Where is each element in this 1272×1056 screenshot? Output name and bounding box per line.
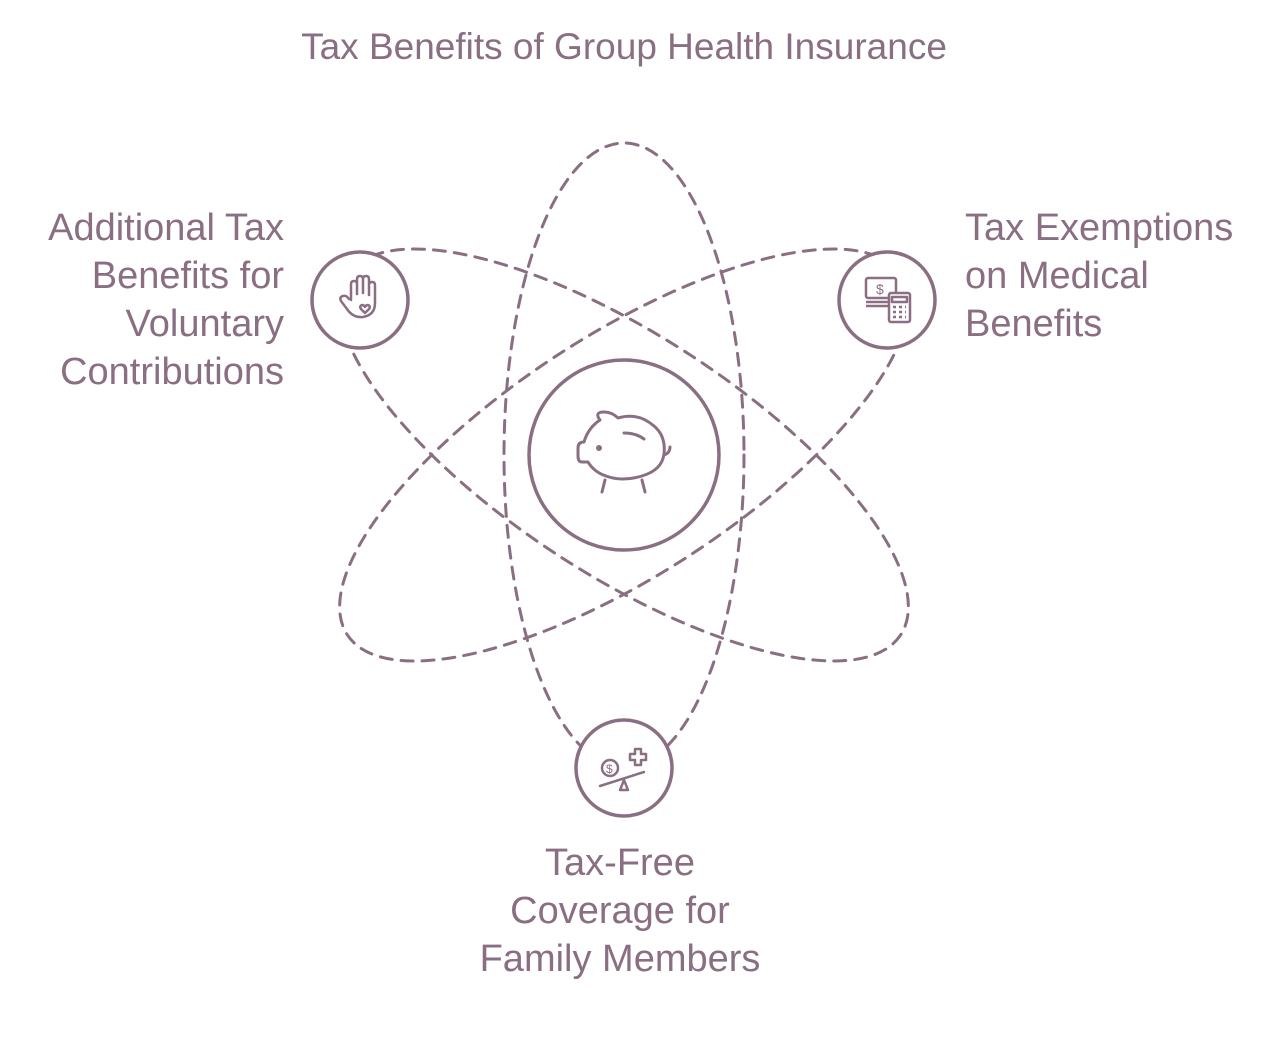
node-label-family-coverage: Tax-Free Coverage for Family Members	[479, 842, 761, 980]
svg-text:$: $	[876, 281, 884, 297]
balance-dollar-health-icon: $	[598, 747, 648, 792]
node-circle-bottom	[574, 718, 674, 818]
diagram-title: Tax Benefits of Group Health Insurance	[301, 26, 947, 67]
piggy-bank-icon	[576, 410, 672, 494]
node-circle-left	[310, 250, 410, 350]
center-circle	[527, 358, 721, 552]
node-label-voluntary-contributions: Additional Tax Benefits for Voluntary Co…	[48, 207, 284, 393]
hand-heart-icon	[339, 274, 377, 319]
money-calculator-icon: $	[864, 276, 912, 324]
svg-text:$: $	[606, 762, 613, 776]
node-circle-right	[837, 250, 937, 350]
node-label-medical-benefits: Tax Exemptions on Medical Benefits	[965, 207, 1234, 345]
